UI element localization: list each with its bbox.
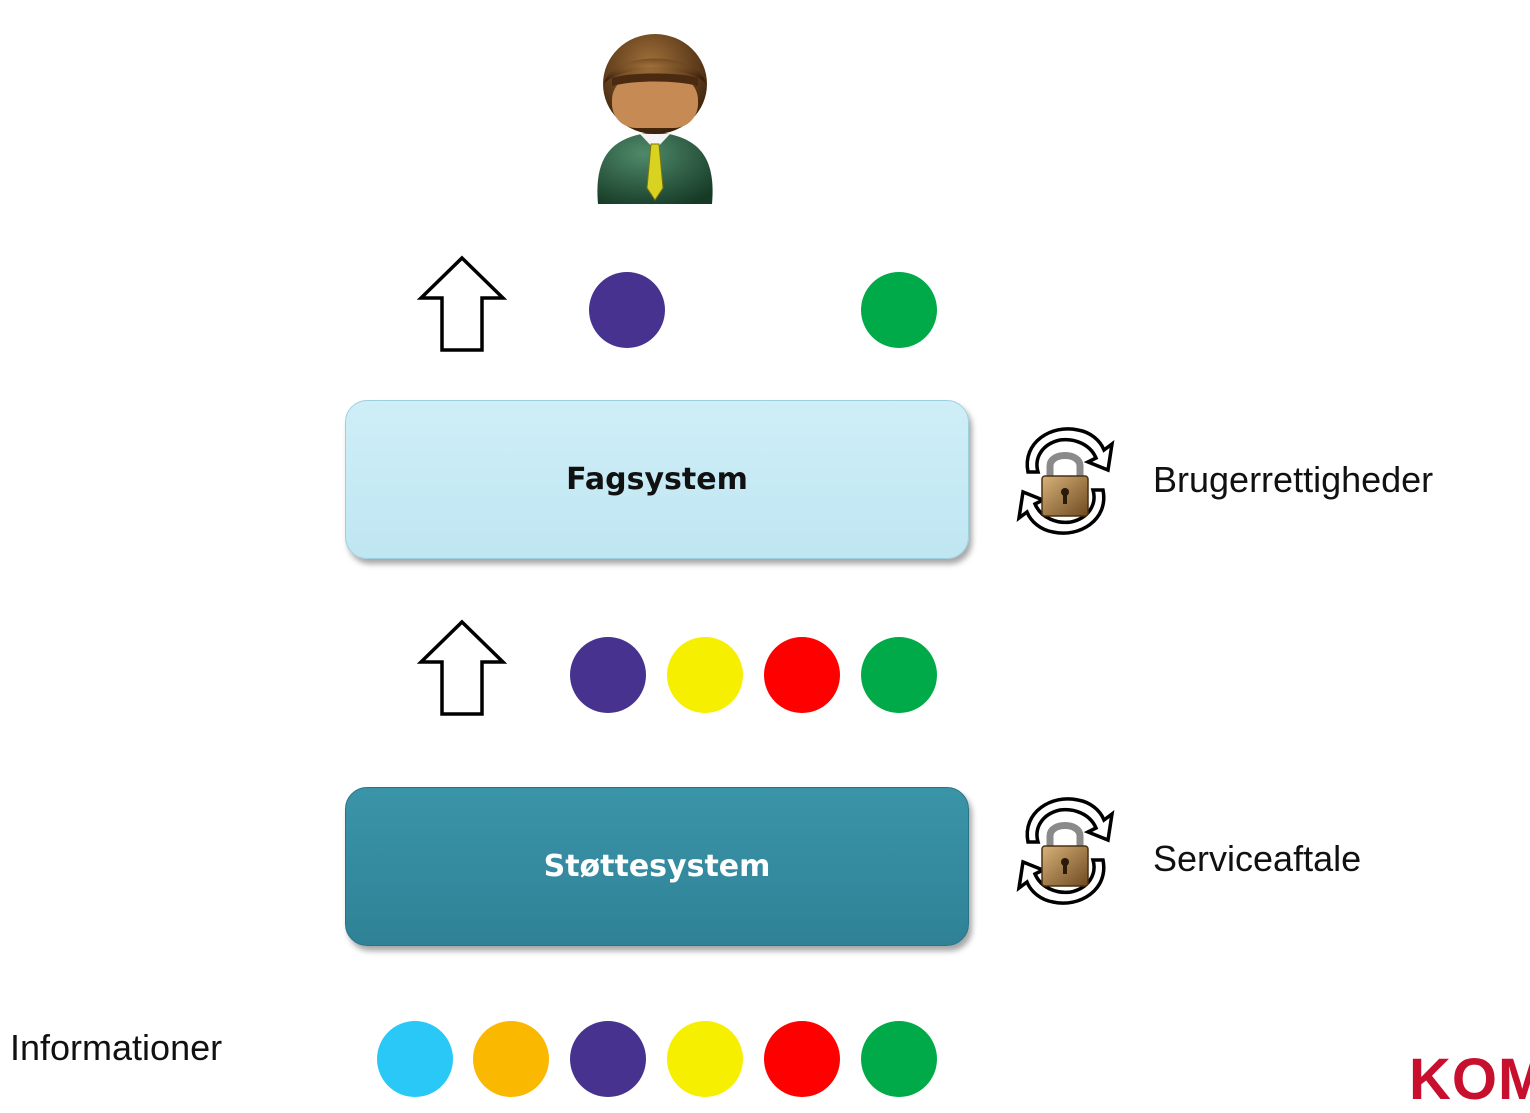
dot-yellow xyxy=(667,637,743,713)
stottesystem-box: Støttesystem xyxy=(345,787,969,946)
brugerrettigheder-label: Brugerrettigheder xyxy=(1153,459,1434,500)
dot-light-blue xyxy=(377,1021,453,1097)
dot-green xyxy=(861,637,937,713)
dot-green xyxy=(861,1021,937,1097)
padlock-sync-icon xyxy=(1016,797,1115,905)
dot-purple xyxy=(570,637,646,713)
dot-purple xyxy=(570,1021,646,1097)
serviceaftale-label: Serviceaftale xyxy=(1153,838,1362,879)
fagsystem-box: Fagsystem xyxy=(345,400,969,559)
dot-red xyxy=(764,637,840,713)
fagsystem-label: Fagsystem xyxy=(566,462,748,497)
kombit-logo: KOMB xyxy=(1409,1047,1530,1112)
dot-red xyxy=(764,1021,840,1097)
padlock-sync-icon xyxy=(1016,427,1115,535)
dot-yellow xyxy=(667,1021,743,1097)
stottesystem-label: Støttesystem xyxy=(543,849,771,884)
dot-orange xyxy=(473,1021,549,1097)
user-avatar-icon xyxy=(597,34,713,204)
up-arrow-icon xyxy=(417,619,507,716)
up-arrow-icon xyxy=(417,255,507,352)
dot-green xyxy=(861,272,937,348)
informationer-label: Informationer xyxy=(10,1027,223,1068)
dot-purple xyxy=(589,272,665,348)
